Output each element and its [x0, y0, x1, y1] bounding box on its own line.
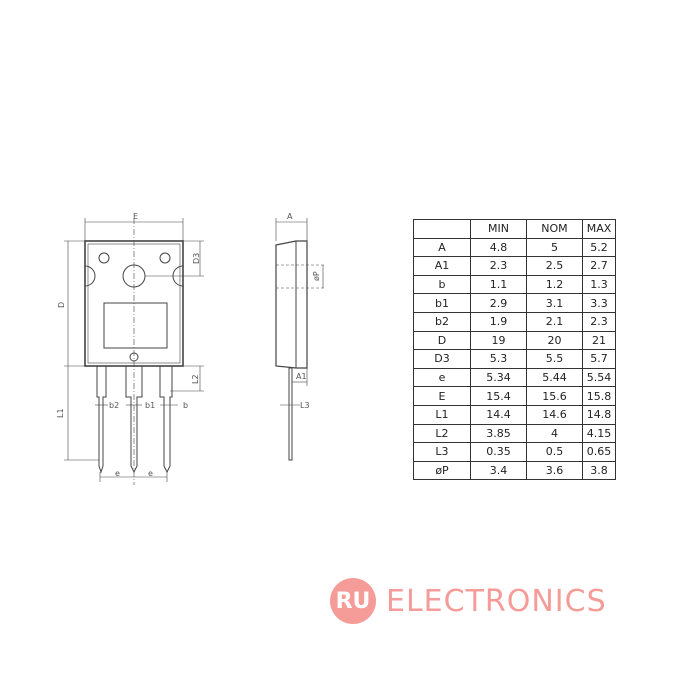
- dimension-symbol: A1: [413, 256, 471, 276]
- dimension-value: 2.7: [582, 256, 616, 276]
- dimension-value: MAX: [582, 219, 616, 239]
- dimension-value: 4: [526, 423, 583, 444]
- dimension-value: NOM: [526, 219, 583, 239]
- dimension-symbol: [413, 219, 471, 239]
- label-L2: L2: [191, 374, 200, 384]
- dimension-value: 14.4: [470, 404, 527, 425]
- dimension-value: 21: [582, 330, 616, 351]
- dimension-value: 14.6: [526, 404, 583, 425]
- dimension-value: 4.15: [582, 423, 616, 444]
- label-D: D: [57, 302, 66, 308]
- dimension-value: 0.5: [526, 442, 583, 462]
- dimension-value: 2.1: [526, 311, 583, 332]
- dimension-value: 0.65: [582, 442, 616, 462]
- dimension-value: 3.6: [526, 460, 583, 481]
- dimension-value: 15.8: [582, 386, 616, 406]
- dimension-value: 1.1: [470, 274, 527, 295]
- dimension-symbol: D3: [413, 349, 471, 369]
- side-notch: [84, 265, 96, 287]
- dimension-value: 1.9: [470, 311, 527, 332]
- dimension-value: 3.3: [582, 293, 616, 313]
- dimension-value: 5.5: [526, 349, 583, 369]
- dimension-value: 5.44: [526, 367, 583, 388]
- dimension-value: 3.1: [526, 293, 583, 313]
- dimension-value: 3.85: [470, 423, 527, 444]
- label-e: e: [115, 469, 120, 478]
- dimension-value: 5.2: [582, 237, 616, 258]
- label-D3: D3: [192, 253, 201, 264]
- dimension-value: 15.4: [470, 386, 527, 406]
- dimension-value: 2.3: [470, 256, 527, 276]
- mount-hole-small: [159, 252, 171, 264]
- dimension-value: 2.9: [470, 293, 527, 313]
- label-A1: A1: [296, 372, 307, 381]
- dimension-value: 5: [526, 237, 583, 258]
- dimension-value: 2.3: [582, 311, 616, 332]
- dimension-symbol: b1: [413, 293, 471, 313]
- dimension-symbol: D: [413, 330, 471, 351]
- dimension-symbol: A: [413, 237, 471, 258]
- dimension-value: 14.8: [582, 404, 616, 425]
- dimension-symbol: L3: [413, 442, 471, 462]
- dimension-symbol: e: [413, 367, 471, 388]
- dimension-symbol: L2: [413, 423, 471, 444]
- label-L3: L3: [300, 401, 310, 410]
- leads: [96, 366, 173, 474]
- label-e: e: [148, 469, 153, 478]
- label-b: b: [183, 401, 188, 410]
- logo-text: ELECTRONICS: [386, 583, 607, 619]
- label-A: A: [287, 212, 293, 221]
- dimension-value: 2.5: [526, 256, 583, 276]
- dimension-value: 15.6: [526, 386, 583, 406]
- logo-mark: RU: [330, 578, 376, 624]
- dimension-symbol: b2: [413, 311, 471, 332]
- side-view: A øP A1 L3: [275, 212, 325, 461]
- dimension-value: 1.3: [582, 274, 616, 295]
- side-lead: [288, 367, 293, 461]
- dimension-value: 4.8: [470, 237, 527, 258]
- dimension-value: 5.3: [470, 349, 527, 369]
- label-L1: L1: [56, 408, 65, 418]
- mount-hole-small: [98, 252, 110, 264]
- dimension-value: 1.2: [526, 274, 583, 295]
- dimension-value: 3.8: [582, 460, 616, 481]
- dimension-symbol: øP: [413, 460, 471, 481]
- watermark-logo: RU ELECTRONICS: [330, 578, 607, 624]
- dimension-value: 20: [526, 330, 583, 351]
- dimension-value: 19: [470, 330, 527, 351]
- label-phiP: øP: [312, 271, 321, 281]
- label-E: E: [133, 212, 138, 221]
- label-b1: b1: [145, 401, 155, 410]
- dimension-value: MIN: [470, 219, 527, 239]
- dimension-value: 5.34: [470, 367, 527, 388]
- dimension-symbol: b: [413, 274, 471, 295]
- dimension-symbol: L1: [413, 404, 471, 425]
- die-pad: [103, 302, 168, 349]
- dimension-symbol: E: [413, 386, 471, 406]
- dimension-value: 3.4: [470, 460, 527, 481]
- label-b2: b2: [109, 401, 119, 410]
- front-view: E D D3 L1 L2 b2 b1 b e e: [56, 212, 204, 485]
- dimension-value: 0.35: [470, 442, 527, 462]
- dimension-value: 5.7: [582, 349, 616, 369]
- dimension-value: 5.54: [582, 367, 616, 388]
